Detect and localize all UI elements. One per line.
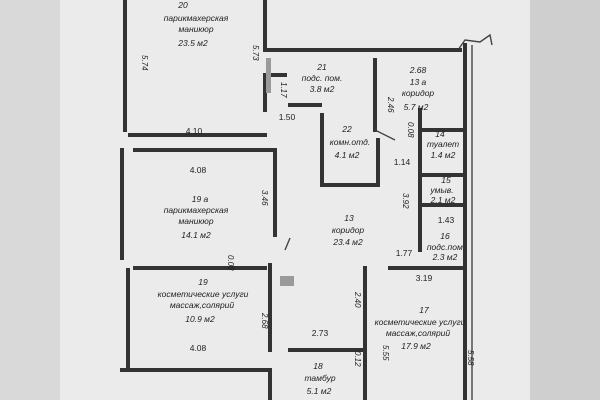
svg-text:косметические услуги: косметические услуги — [375, 317, 466, 327]
svg-text:4.08: 4.08 — [190, 165, 207, 175]
pillar — [280, 276, 294, 286]
svg-text:2.46: 2.46 — [386, 96, 395, 113]
svg-text:подс. пом.: подс. пом. — [302, 73, 343, 83]
room-label-19a: 19 а парикмахерская маникюр 14.1 м2 — [164, 194, 229, 240]
svg-text:17.9 м2: 17.9 м2 — [401, 341, 431, 351]
svg-text:2.3 м2: 2.3 м2 — [432, 252, 458, 262]
dimension-labels: 5.74 5.73 1.17 1.50 2.46 0.08 4.10 4.08 … — [140, 45, 475, 367]
door-swing-2 — [284, 237, 291, 251]
svg-text:парикмахерская: парикмахерская — [164, 205, 229, 215]
svg-text:маникюр: маникюр — [178, 216, 213, 226]
svg-text:23.4 м2: 23.4 м2 — [332, 237, 363, 247]
svg-text:4.1 м2: 4.1 м2 — [335, 150, 360, 160]
svg-text:1.50: 1.50 — [279, 112, 296, 122]
svg-text:4.10: 4.10 — [186, 126, 203, 136]
svg-text:17: 17 — [419, 305, 429, 315]
room-label-13: 13 коридор 23.4 м2 — [332, 213, 365, 247]
svg-text:0.12: 0.12 — [353, 351, 362, 367]
svg-text:19 а: 19 а — [192, 194, 209, 204]
svg-text:1.14: 1.14 — [394, 157, 411, 167]
svg-text:1.17: 1.17 — [279, 82, 288, 98]
room-label-15: 15 умыв. 2.1 м2 — [429, 175, 455, 205]
room-label-19: 19 косметические услуги массаж,солярий 1… — [158, 277, 249, 324]
svg-text:2.73: 2.73 — [312, 328, 329, 338]
svg-text:13: 13 — [344, 213, 354, 223]
room-label-13a: 2.68 13 а коридор 5.7 м2 — [402, 65, 435, 112]
svg-text:маникюр: маникюр — [178, 24, 213, 34]
right-margin — [530, 0, 600, 400]
svg-text:коридор: коридор — [332, 225, 365, 235]
svg-text:5.1 м2: 5.1 м2 — [307, 386, 332, 396]
svg-text:20: 20 — [177, 0, 188, 10]
riser — [266, 58, 271, 93]
svg-text:22: 22 — [341, 124, 352, 134]
svg-text:5.58: 5.58 — [466, 350, 475, 366]
svg-text:14: 14 — [435, 129, 445, 139]
svg-text:тамбур: тамбур — [304, 373, 335, 383]
svg-text:1.4 м2: 1.4 м2 — [431, 150, 456, 160]
svg-text:массаж,солярий: массаж,солярий — [386, 328, 451, 338]
svg-text:10.9 м2: 10.9 м2 — [185, 314, 215, 324]
svg-text:0.08: 0.08 — [226, 255, 235, 271]
outer-walls — [120, 0, 493, 400]
svg-text:4.08: 4.08 — [190, 343, 207, 353]
room-label-21: 21 подс. пом. 3.8 м2 — [302, 62, 343, 94]
svg-text:2.68: 2.68 — [409, 65, 427, 75]
svg-text:21: 21 — [316, 62, 327, 72]
svg-text:3.92: 3.92 — [401, 193, 410, 209]
svg-text:18: 18 — [313, 361, 323, 371]
svg-text:2.1 м2: 2.1 м2 — [430, 195, 456, 205]
svg-text:16: 16 — [440, 231, 450, 241]
svg-text:2.40: 2.40 — [353, 291, 362, 308]
svg-text:5.55: 5.55 — [381, 345, 390, 361]
svg-text:1.43: 1.43 — [438, 215, 455, 225]
svg-text:3.19: 3.19 — [416, 273, 433, 283]
room-label-20: 20 парикмахерская маникюр 23.5 м2 — [164, 0, 229, 48]
svg-text:5.7 м2: 5.7 м2 — [404, 102, 429, 112]
room-label-18: 18 тамбур 5.1 м2 — [304, 361, 335, 396]
svg-text:2.68: 2.68 — [260, 312, 269, 329]
svg-text:массаж,солярий: массаж,солярий — [170, 300, 235, 310]
svg-text:туалет: туалет — [427, 139, 459, 149]
svg-text:косметические услуги: косметические услуги — [158, 289, 249, 299]
room-label-22: 22 комн.отд. 4.1 м2 — [330, 124, 370, 160]
room-label-14: 14 туалет 1.4 м2 — [427, 129, 459, 160]
svg-text:коридор: коридор — [402, 88, 435, 98]
svg-text:23.5 м2: 23.5 м2 — [177, 38, 208, 48]
svg-text:умыв.: умыв. — [429, 185, 453, 195]
svg-text:0.08: 0.08 — [406, 122, 415, 138]
svg-text:парикмахерская: парикмахерская — [164, 13, 229, 23]
room-label-16: 16 подс.пом. 2.3 м2 — [427, 231, 465, 262]
svg-text:19: 19 — [198, 277, 208, 287]
svg-text:3.46: 3.46 — [260, 190, 269, 206]
svg-text:5.74: 5.74 — [140, 55, 149, 71]
svg-text:13 а: 13 а — [410, 77, 427, 87]
svg-text:14.1 м2: 14.1 м2 — [181, 230, 211, 240]
svg-text:5.73: 5.73 — [251, 45, 260, 61]
paper-sheet — [60, 0, 530, 400]
svg-text:15: 15 — [441, 175, 451, 185]
svg-text:подс.пом.: подс.пом. — [427, 242, 465, 252]
svg-text:1.77: 1.77 — [396, 248, 413, 258]
svg-text:3.8 м2: 3.8 м2 — [310, 84, 335, 94]
door-swing — [374, 129, 396, 141]
svg-text:комн.отд.: комн.отд. — [330, 137, 370, 147]
room-label-17: 17 косметические услуги массаж,солярий 1… — [375, 305, 466, 351]
